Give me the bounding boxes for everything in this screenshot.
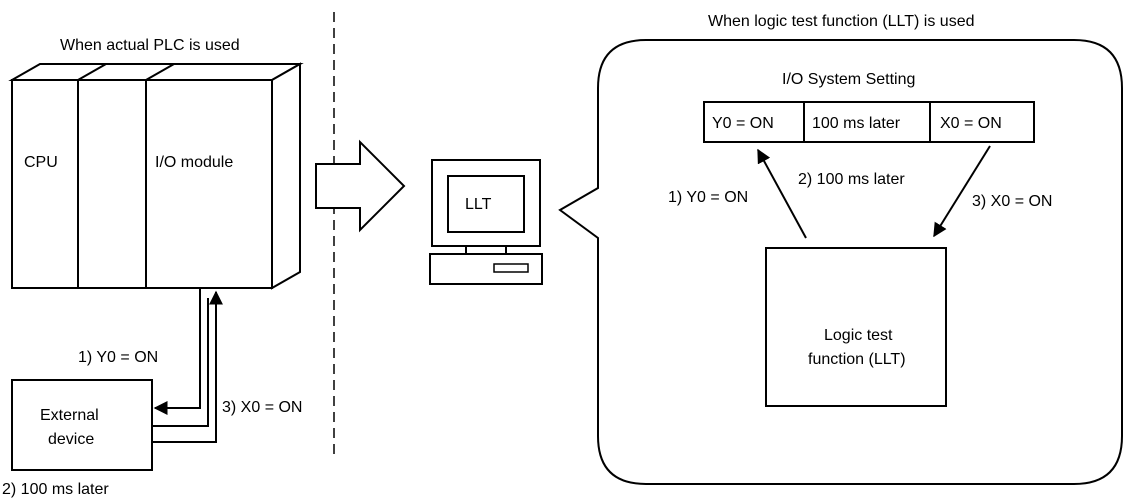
io-module-label: I/O module: [155, 154, 233, 171]
plc-rack-top: [8, 63, 304, 81]
io-setting-table: Y0 = ON 100 ms later X0 = ON: [703, 101, 1035, 143]
external-device-label-1: External: [40, 407, 99, 424]
computer-icon: LLT: [429, 159, 543, 285]
external-device-label-2: device: [48, 431, 94, 448]
plc-rack-side: [271, 62, 301, 290]
right-step3: 3) X0 = ON: [972, 193, 1052, 210]
plc-rack: CPU I/O module: [8, 62, 304, 290]
io-table-cell-3: [929, 101, 1035, 143]
io-table-text-1: Y0 = ON: [712, 115, 774, 132]
y0-signal-line: [153, 288, 201, 415]
transition-arrow: [315, 139, 406, 233]
monitor-screen: [447, 175, 525, 233]
llt-function-box: [765, 247, 947, 407]
external-device-box: [11, 379, 153, 471]
disk-slot: [493, 263, 529, 273]
x0-signal-line: [152, 290, 223, 443]
io-table-text-3: X0 = ON: [940, 115, 1002, 132]
right-step1: 1) Y0 = ON: [668, 189, 748, 206]
cpu-label: CPU: [24, 154, 58, 171]
right-title: When logic test function (LLT) is used: [708, 13, 975, 30]
left-step1: 1) Y0 = ON: [78, 349, 158, 366]
llt-box-text-1: Logic test: [824, 327, 893, 344]
plc-wiring: [152, 288, 223, 443]
y0-arrow: [757, 148, 807, 239]
io-setting-title: I/O System Setting: [782, 71, 915, 88]
right-step2: 2) 100 ms later: [798, 171, 905, 188]
monitor-stand: [465, 245, 507, 255]
monitor-llt-label: LLT: [465, 196, 492, 213]
x0-arrow: [933, 145, 991, 238]
left-title: When actual PLC is used: [60, 37, 240, 54]
inner-line: [152, 298, 209, 427]
plc-rack-front: [11, 79, 273, 289]
left-step3: 3) X0 = ON: [222, 399, 302, 416]
llt-box-text-2: function (LLT): [808, 351, 906, 368]
io-table-text-2: 100 ms later: [812, 115, 901, 132]
left-step2: 2) 100 ms later: [2, 481, 109, 498]
